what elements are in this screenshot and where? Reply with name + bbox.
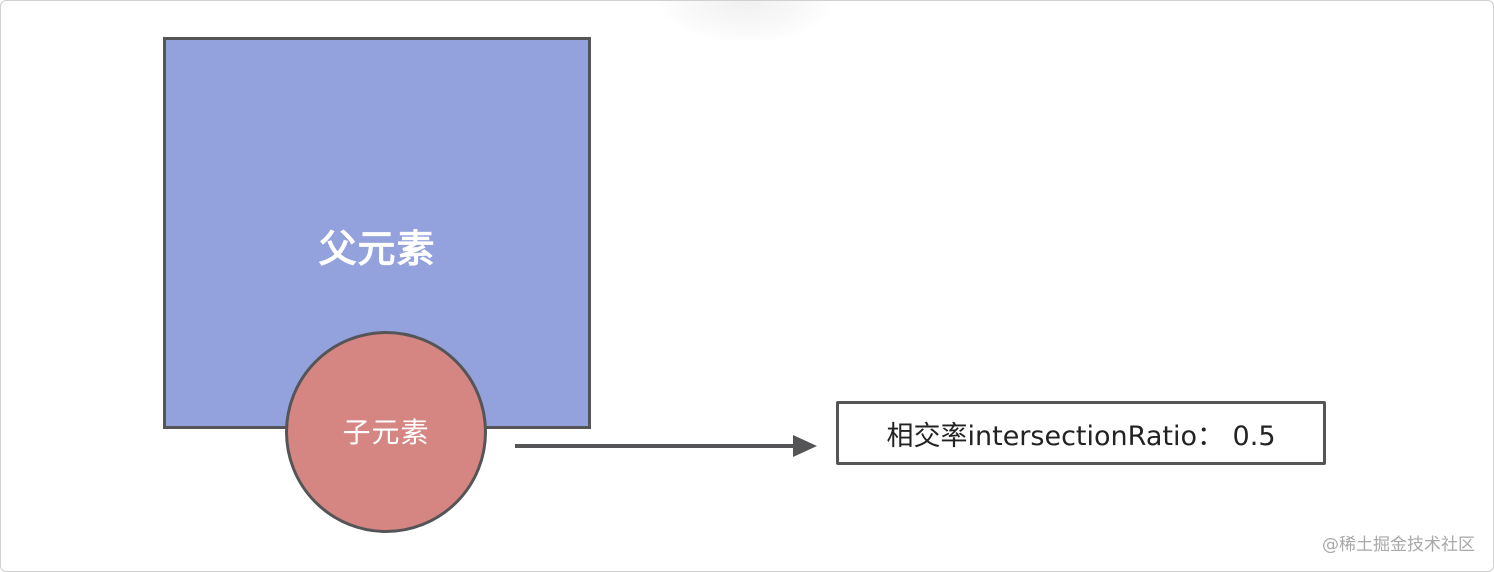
watermark: @稀土掘金技术社区 bbox=[1322, 535, 1475, 555]
arrow-right-icon bbox=[515, 435, 817, 457]
intersection-ratio-label: 相交率intersectionRatio： 0.5 bbox=[886, 420, 1276, 452]
child-element-circle: 子元素 bbox=[285, 331, 487, 533]
parent-element-label: 父元素 bbox=[318, 227, 436, 271]
decorative-shadow bbox=[661, 1, 831, 41]
child-element-label: 子元素 bbox=[342, 416, 430, 449]
intersection-ratio-box: 相交率intersectionRatio： 0.5 bbox=[836, 401, 1326, 465]
